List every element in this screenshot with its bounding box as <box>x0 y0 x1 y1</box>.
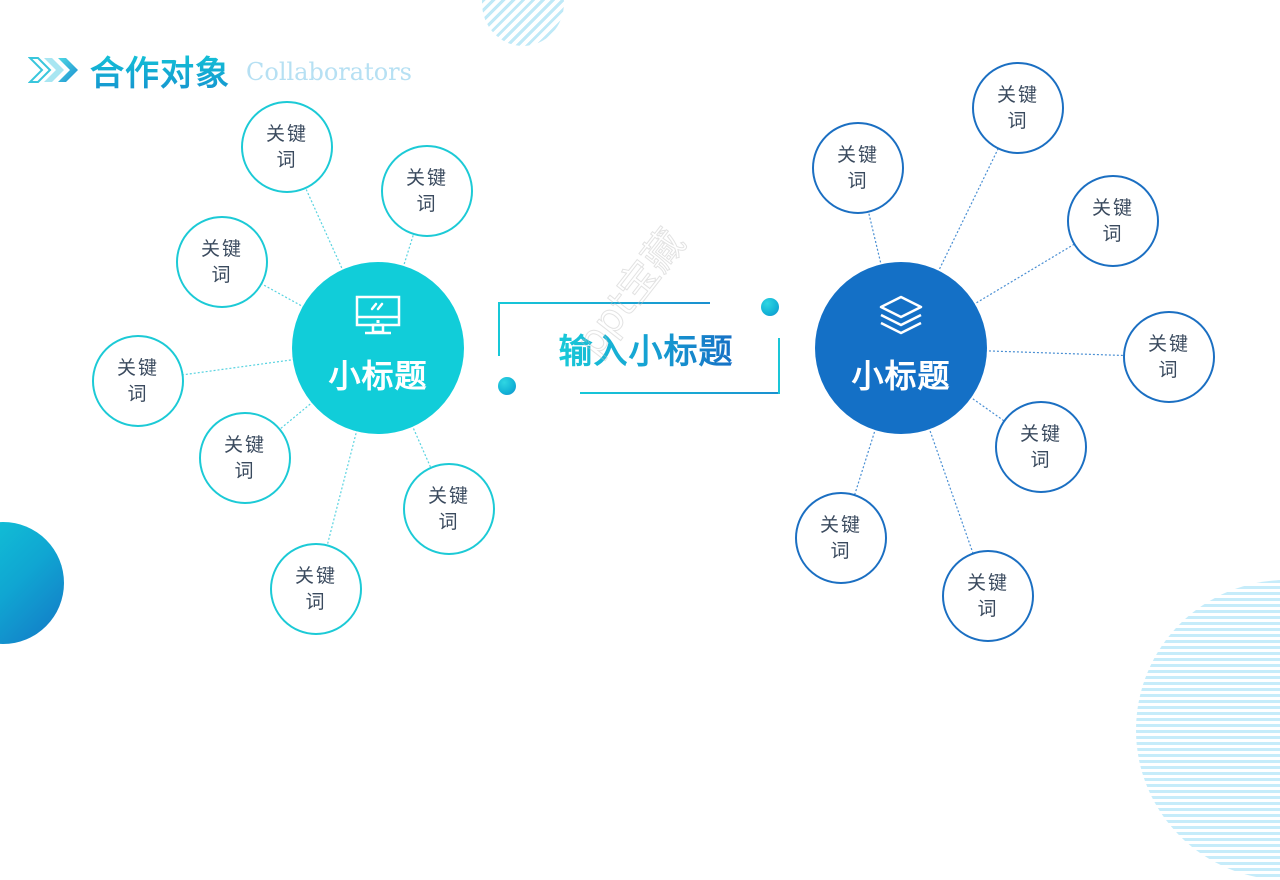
frame-line-top <box>500 302 710 304</box>
hub-title-right: 小标题 <box>851 357 951 395</box>
frame-line-bottom <box>580 392 780 394</box>
keyword-node-left-2[interactable]: 关键词 <box>381 145 473 237</box>
keyword-node-left-4[interactable]: 关键词 <box>92 335 184 427</box>
frame-dot-top-right <box>761 298 779 316</box>
keyword-node-right-3[interactable]: 关键词 <box>1067 175 1159 267</box>
page-subtitle-english: Collaborators <box>246 58 412 86</box>
keyword-node-left-5[interactable]: 关键词 <box>199 412 291 504</box>
keyword-node-right-2[interactable]: 关键词 <box>972 62 1064 154</box>
keyword-node-left-7[interactable]: 关键词 <box>270 543 362 635</box>
frame-dot-bottom-left <box>498 377 516 395</box>
page-title: 合作对象 <box>90 46 230 95</box>
keyword-node-left-3[interactable]: 关键词 <box>176 216 268 308</box>
keyword-node-right-7[interactable]: 关键词 <box>942 550 1034 642</box>
monitor-icon <box>355 295 401 335</box>
slide-header: 合作对象 Collaborators <box>28 46 412 95</box>
keyword-node-right-5[interactable]: 关键词 <box>995 401 1087 493</box>
triple-chevron-right-icon <box>28 57 78 83</box>
frame-line-left <box>498 302 500 356</box>
keyword-node-right-6[interactable]: 关键词 <box>795 492 887 584</box>
frame-line-right <box>778 338 780 394</box>
hub-title-left: 小标题 <box>328 357 428 395</box>
keyword-node-left-6[interactable]: 关键词 <box>403 463 495 555</box>
center-title: 输入小标题 <box>546 324 746 373</box>
center-title-frame[interactable]: 输入小标题 <box>498 298 780 395</box>
hub-node-right[interactable]: 小标题 <box>815 262 987 434</box>
hub-node-left[interactable]: 小标题 <box>292 262 464 434</box>
layers-icon <box>879 295 923 335</box>
keyword-node-right-1[interactable]: 关键词 <box>812 122 904 214</box>
keyword-node-right-4[interactable]: 关键词 <box>1123 311 1215 403</box>
keyword-node-left-1[interactable]: 关键词 <box>241 101 333 193</box>
